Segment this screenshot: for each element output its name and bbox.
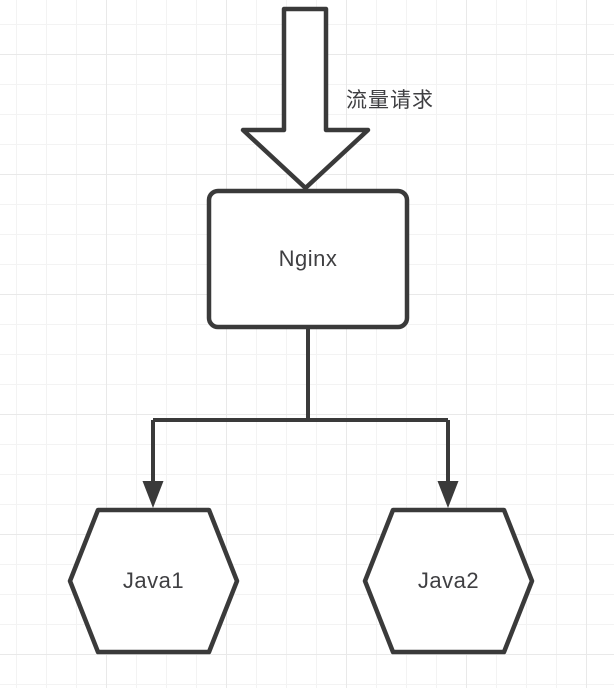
java1-node-label: Java1 [122,568,185,593]
arrowhead-to-java2-icon [437,481,459,508]
java2-node-label: Java2 [417,568,480,593]
java1-node-shape [67,507,240,655]
traffic-block-arrow-icon [240,6,371,191]
nginx-to-java-connector [151,327,450,483]
traffic-request-label: 流量请求 [346,89,434,112]
java2-node-shape [362,507,535,655]
nginx-node-label: Nginx [278,246,338,271]
nginx-node-shape [206,188,410,330]
arrowhead-to-java1-icon [142,481,164,508]
